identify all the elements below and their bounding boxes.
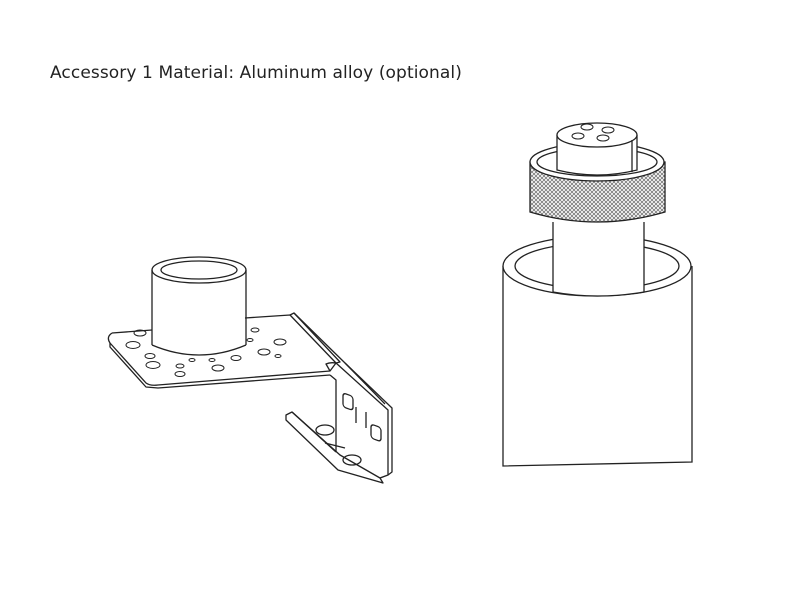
caption: Accessory 1 Material: Aluminum alloy (op… xyxy=(50,63,462,83)
